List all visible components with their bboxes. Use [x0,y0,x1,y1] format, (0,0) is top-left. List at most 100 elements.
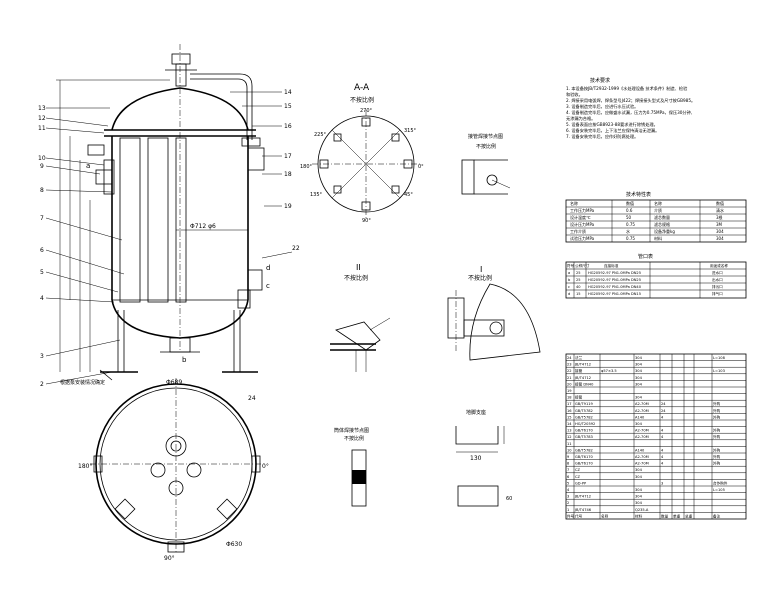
parts-cell: 304 [635,475,643,479]
detail-ii-view [330,317,391,372]
parts-cell: CZ [575,475,581,479]
nozzle-letters: a b c d [86,162,270,364]
parts-cell: 10 [567,448,572,452]
nozzle-cell: 连接标准 [604,263,619,268]
parts-table-frame [565,353,747,520]
parts-cell: A2-70M [635,402,649,406]
callout-5: 5 [40,269,44,276]
right-callout-labels: 14 15 16 17 18 19 22 [284,89,300,252]
note-line: 和验收。 [566,91,583,98]
aa-135: 135° [310,192,323,198]
parts-cell: 1 [567,508,569,512]
callout-14: 14 [284,89,292,96]
tech-cell: 滤芯规格 [654,221,670,227]
parts-cell: HG/T20592 [575,422,595,426]
parts-cell: 接管 [575,395,583,400]
section-aa-view [312,110,420,218]
parts-cell: 外购 [713,434,721,439]
parts-cell: 24 [661,409,666,413]
nozzle-table-cells: 符号 公称尺寸 连接标准 用途或名称 a 25 HG20592-97 PN1.0… [567,263,728,296]
callout-8: 8 [40,187,44,194]
parts-cell: 合作购件 [713,480,728,485]
tech-table: 技术特性表 [565,191,747,243]
plan-0: 0° [262,463,269,470]
aa-315: 315° [404,128,417,134]
parts-cell: GB/T5782 [575,409,593,413]
parts-cell: 件号 [567,513,575,518]
nozzle-cell: b [568,278,571,282]
parts-cell: 7 [567,468,569,472]
ii-title: II [356,263,361,272]
note-line: 1. 本设备按JB/T2932-1999《水处理设备 技术条件》制造、检验 [566,85,688,92]
tech-cell: 试验压力MPa [570,235,595,241]
nozzle-cell: a [568,271,570,275]
nozzle-cell: 25 [576,278,581,282]
parts-cell: GB/T9119 [575,402,594,406]
tech-cell: 工作压力MPa [570,207,595,213]
parts-cell: 24 [661,402,666,406]
plan-phi630: Φ630 [226,541,242,548]
parts-cell: 4 [661,415,664,419]
parts-cell: 备注 [713,513,721,518]
parts-cell: GB/T5782 [575,415,593,419]
nozzle-cell: 进水口 [712,270,723,275]
tech-cell: 滤芯数量 [654,214,670,220]
callout-22: 22 [292,245,300,252]
tech-cell: 工作介质 [570,228,586,234]
nozzle-cell: 出水口 [712,277,723,282]
parts-cell: 17 [567,402,572,406]
nozzle-cell: HG20592-97 PN1.0MPa DN15 [588,292,641,296]
parts-cell: 304 [635,495,643,499]
support-w130: 130 [470,455,482,462]
support-view [455,426,505,507]
callout-17: 17 [284,153,292,160]
aa-45: 45° [404,192,413,198]
nozzle-table-title: 管口表 [638,253,653,260]
aa-scale: 不按比例 [350,96,374,104]
parts-cell: GD-PP [575,481,587,485]
weld-detail-view [351,449,367,507]
parts-cell: 接管 DN40 [575,381,594,386]
nozzle-cell: 排气口 [712,291,723,296]
tech-cell: 0.6 [626,208,633,213]
nozzle-cell: 符号 [567,263,575,268]
parts-cell: 304 [635,422,643,426]
parts-cell: 外购 [713,414,721,419]
callout-12: 12 [38,115,46,122]
parts-cell: 4 [661,435,664,439]
tech-cell: 数值 [626,200,634,206]
parts-cell: 15 [567,415,572,419]
parts-cell: φ57×3.5 [601,369,617,373]
parts-cell: 法兰 [575,355,583,360]
note-line: 2. 焊接采用电弧焊，焊条型号J422；焊接接头型式及尺寸按GB985。 [566,97,695,104]
callout-10: 10 [38,155,46,162]
tech-cell: 设计压力MPa [570,221,595,227]
parts-cell: GB/T6170 [575,455,594,459]
parts-cell: 4 [661,455,664,459]
callout-19: 19 [284,203,292,210]
nozzle-cell: 排污口 [712,284,723,289]
tech-cell: 50 [626,215,632,220]
weld-detail-title: 筒体焊接节点图 [334,427,369,434]
notes-title: 技术要求 [590,77,610,84]
note-line: 7. 设备安装完毕后，应作好防腐处理。 [566,133,638,140]
nozzle-cell: 用途或名称 [710,263,728,268]
aa-90: 90° [362,218,371,224]
callout-11: 11 [38,125,46,132]
plan-90: 90° [164,555,175,562]
parts-cell: L=105 [713,488,725,492]
nozzle-c: c [266,282,270,290]
nozzle-cell: HG20592-97 PN1.0MPa DN40 [588,285,642,289]
tech-cell: 0.75 [626,222,635,227]
parts-cell: JB/T4712 [574,495,591,499]
weld-detail-scale: 不按比例 [344,435,364,442]
parts-cell: JB/T4712 [574,376,591,380]
parts-cell: 22 [567,369,572,373]
note-line: 3. 设备制造完毕后，应进行水压试验。 [566,103,638,110]
parts-cell: 24 [567,356,572,360]
parts-cell: 304 [635,376,643,380]
parts-cell: 3 [661,481,663,485]
callout-2: 2 [40,381,44,388]
parts-cell: 4 [661,462,664,466]
parts-cell: 23 [567,363,572,367]
